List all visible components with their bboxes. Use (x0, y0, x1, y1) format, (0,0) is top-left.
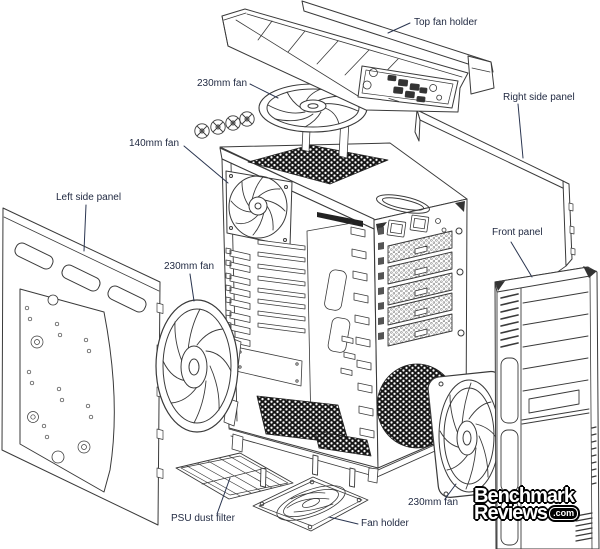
label-fan-230-top: 230mm fan (197, 78, 248, 89)
case-chassis (219, 142, 468, 484)
leader-fan-230-top (249, 83, 279, 99)
expansion-slots (225, 239, 306, 347)
logo-line1: Benchmark (474, 485, 575, 507)
drive-cage-clips (350, 226, 375, 439)
fan-holder-part (252, 454, 369, 532)
logo-line2: Reviews (474, 502, 548, 524)
front-panel-part (494, 266, 600, 549)
leader-fan-230-left (189, 273, 195, 302)
control-panel (357, 65, 459, 109)
leader-front-panel (510, 241, 533, 278)
thumbscrews (194, 111, 255, 139)
fan-230-left-part (155, 299, 242, 433)
label-fan-230-bottom: 230mm fan (408, 497, 459, 508)
leader-top-fan-holder (387, 22, 411, 34)
leader-right-side-panel (517, 103, 524, 159)
logo-tld-badge: .com (549, 506, 579, 520)
benchmark-reviews-logo: Benchmark Reviews .com (474, 485, 592, 524)
leader-lines (83, 22, 533, 525)
right-side-panel-part (414, 109, 576, 282)
leader-fan-holder (328, 516, 359, 525)
label-left-side-panel: Left side panel (56, 192, 122, 203)
label-front-panel: Front panel (492, 227, 543, 238)
leader-psu-dust-filter (216, 477, 231, 515)
leader-left-side-panel (83, 204, 87, 252)
fan-230-bottom-part (427, 370, 514, 498)
motherboard-tray (235, 222, 356, 429)
label-fan-230-left: 230mm fan (164, 261, 215, 272)
label-psu-dust-filter: PSU dust filter (171, 513, 235, 524)
leader-fan-140 (183, 145, 229, 184)
leader-fan-230-bottom (444, 483, 457, 500)
label-right-side-panel: Right side panel (503, 92, 575, 103)
left-side-panel-part (1, 207, 164, 526)
psu-dust-filter-part (175, 452, 294, 500)
fan-140-part (225, 170, 293, 247)
bay-covers (387, 230, 453, 347)
label-top-fan-holder: Top fan holder (414, 17, 478, 28)
label-fan-holder: Fan holder (361, 518, 409, 529)
top-fan-holder-part (221, 0, 495, 113)
label-fan-140: 140mm fan (129, 138, 180, 149)
